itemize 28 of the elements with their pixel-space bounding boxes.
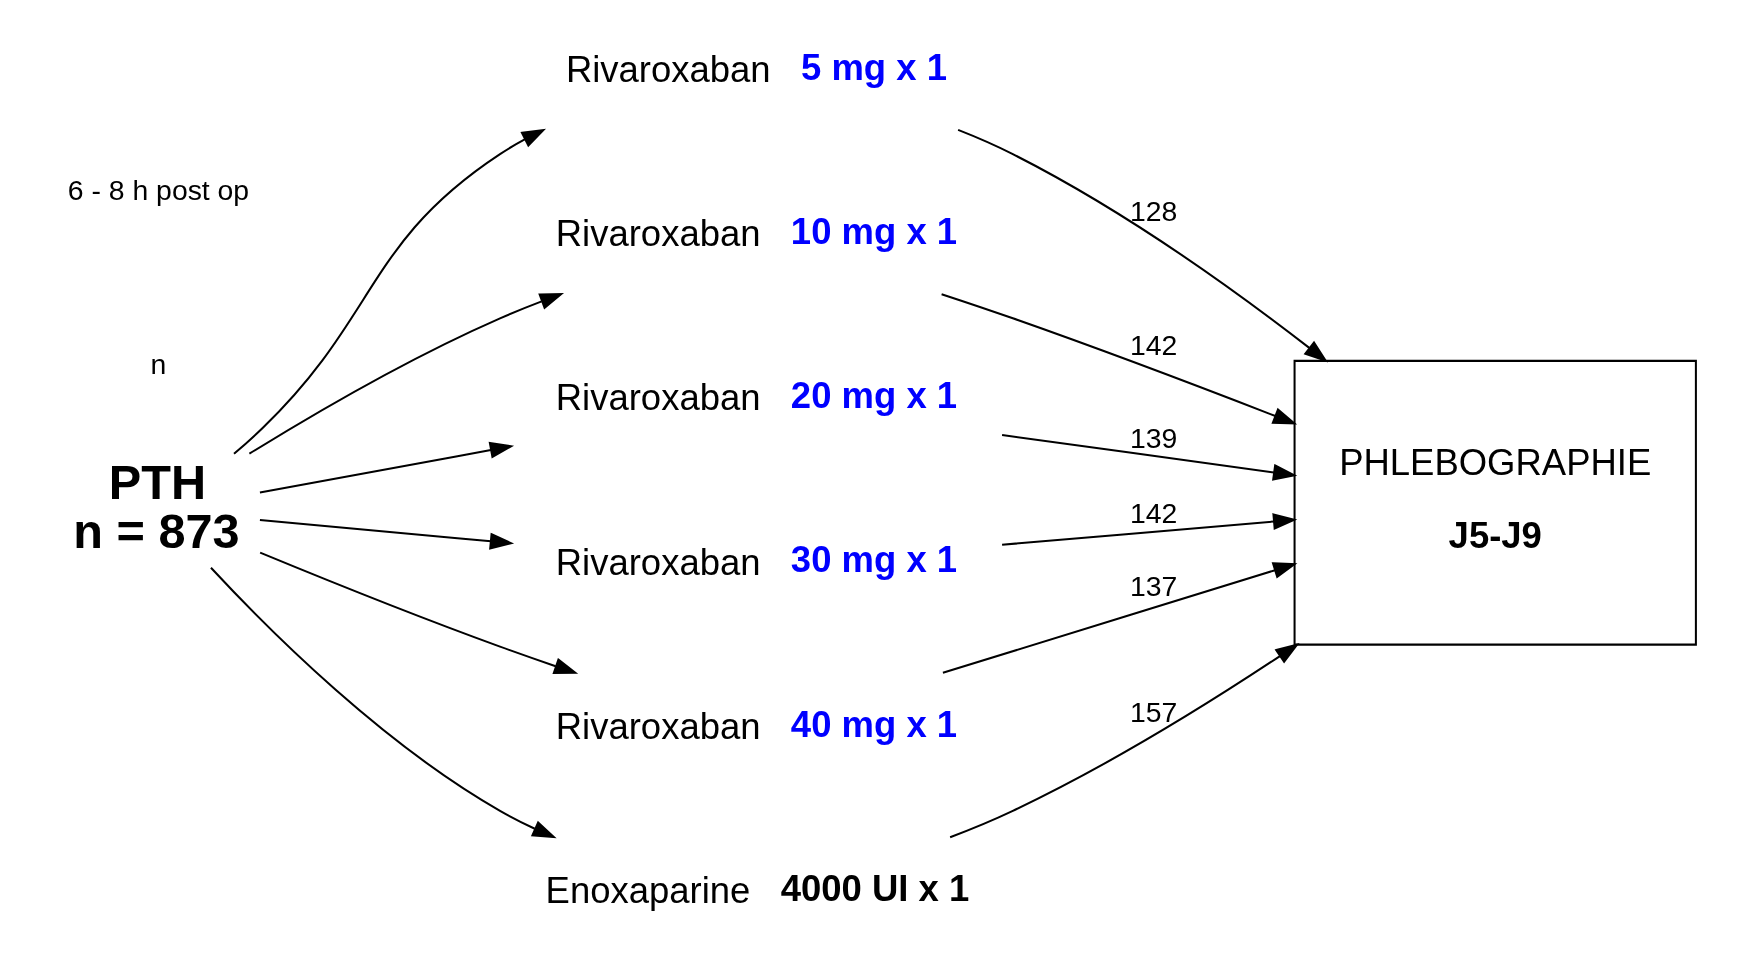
node-text: Rivaroxaban 5 mg x 1 [565, 46, 947, 90]
node-text: Rivaroxaban 30 mg x 1 [555, 539, 958, 583]
node-text: Rivaroxaban 20 mg x 1 [555, 375, 958, 419]
arrow [957, 128, 1329, 363]
label: 6 - 8 h post op [67, 174, 250, 207]
edge-label: 142 [1130, 329, 1178, 362]
arrow [949, 642, 1300, 839]
node-text: Enoxaparine 4000 UI x 1 [545, 867, 970, 911]
arrow [1002, 513, 1298, 546]
node-text: PTH n = 873 [73, 455, 240, 558]
edge-label: 157 [1130, 696, 1178, 729]
arrow [210, 567, 557, 839]
node-text: Rivaroxaban 10 mg x 1 [555, 211, 958, 255]
arrow [259, 441, 515, 494]
edge-label: 137 [1130, 570, 1178, 603]
arrow [248, 293, 565, 455]
edge-label: 139 [1130, 422, 1178, 455]
arrow [259, 519, 515, 550]
edge-label: 142 [1130, 497, 1178, 530]
edge-label: 128 [1130, 195, 1178, 228]
node-text: Rivaroxaban 40 mg x 1 [555, 703, 958, 747]
arrow [233, 128, 547, 455]
arrow [259, 551, 579, 675]
node-box: PHLEBOGRAPHIE J5-J9 [1293, 359, 1697, 646]
arrow [941, 293, 1298, 425]
arrow [942, 562, 1298, 674]
arrow [1001, 434, 1298, 481]
label: n [150, 348, 167, 381]
